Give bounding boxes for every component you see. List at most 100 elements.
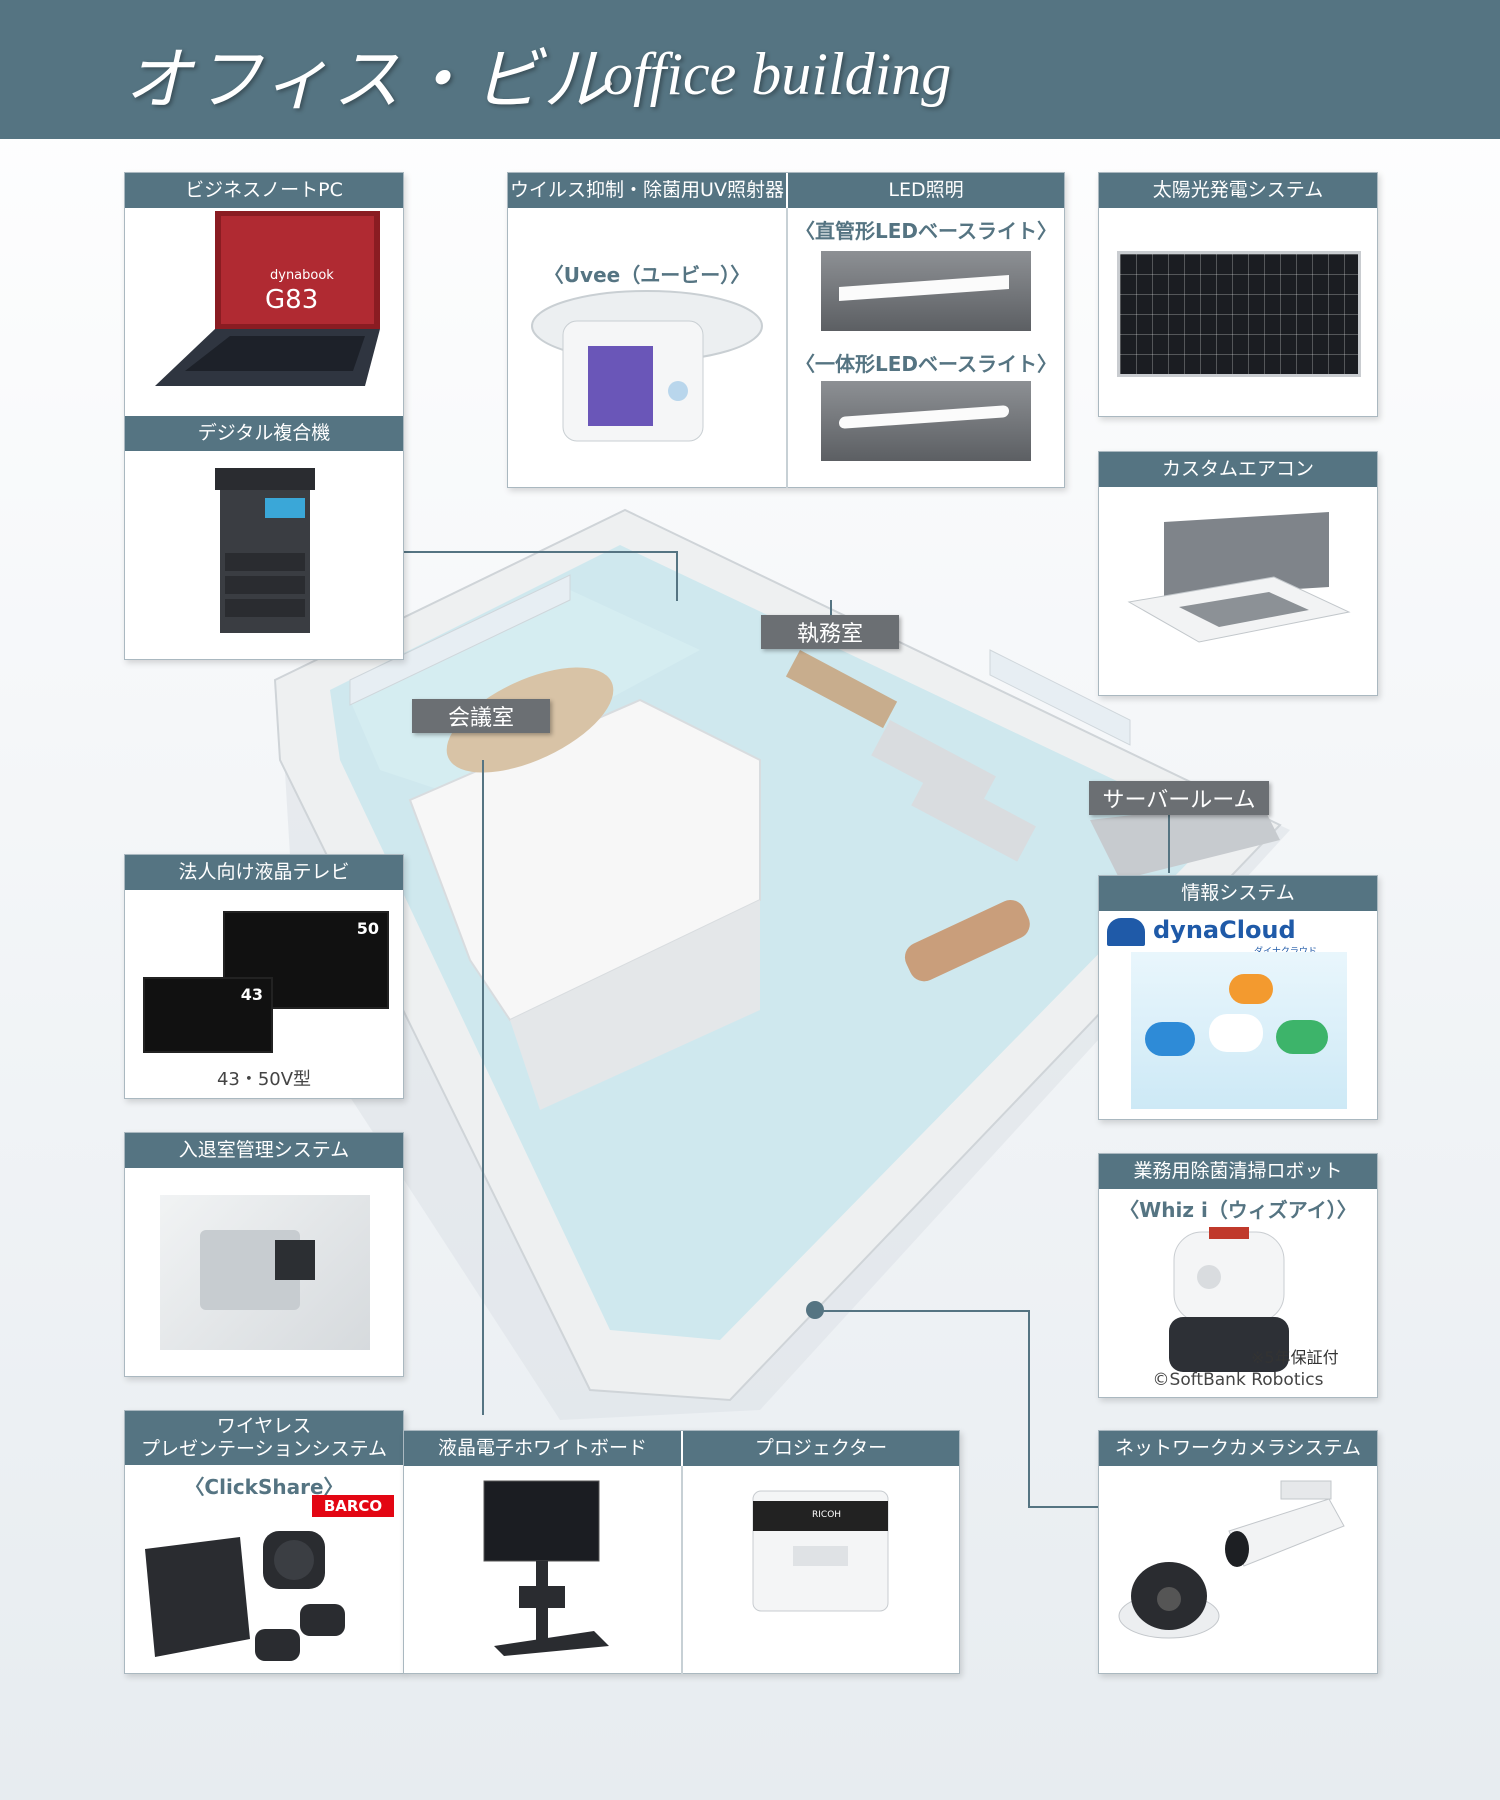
access-panel-image [160, 1195, 370, 1350]
camera-image [1118, 1480, 1345, 1639]
uv-lamp [588, 346, 653, 426]
led-straight-bar [839, 275, 1009, 301]
title-english: office building [603, 41, 952, 107]
lower-room-floor [600, 970, 1010, 1210]
card-title-led: LED照明 [788, 173, 1064, 208]
access-card-reader [275, 1240, 315, 1280]
clickshare-image [145, 1531, 345, 1661]
card-title-aircon: カスタムエアコン [1099, 452, 1377, 487]
aircon-image [1127, 512, 1351, 643]
bullet-camera-mount [1280, 1480, 1332, 1500]
connector-mfp [403, 551, 678, 553]
window-strip-right [989, 649, 1131, 746]
window-strip-left [349, 574, 571, 706]
card-title-tv: 法人向け液晶テレビ [125, 855, 403, 890]
robot-body [1173, 1231, 1285, 1323]
card-info-system: 情報システム dynaCloud ダイナクラウド [1098, 875, 1378, 1120]
mfp-tray-3 [225, 599, 305, 617]
connector-meeting [482, 760, 484, 1415]
projector-image [752, 1490, 889, 1612]
mfp-image [215, 468, 315, 633]
card-title-uv: ウイルス抑制・除菌用UV照射器 [508, 173, 786, 208]
tv-small-size: 43 [240, 985, 263, 1004]
projector-band [753, 1501, 888, 1531]
clickshare-dongle-1 [300, 1604, 345, 1636]
robot-top [1209, 1227, 1249, 1239]
server-room [1090, 800, 1280, 880]
clickshare-button-ring [274, 1540, 314, 1580]
clickshare-base [145, 1537, 250, 1657]
notebook-brand: dynabook [270, 268, 334, 283]
card-title-projector: プロジェクター [683, 1431, 959, 1466]
robot-product-name: 〈Whiz i（ウィズアイ）〉 [1119, 1198, 1357, 1222]
mfp-tray-2 [225, 576, 305, 594]
dynacloud-diagram [1131, 952, 1347, 1109]
card-access-control: 入退室管理システム [124, 1132, 404, 1377]
card-robot: 業務用除菌清掃ロボット 〈Whiz i（ウィズアイ）〉 ※5年保証付 ©Soft… [1098, 1153, 1378, 1398]
connector-camera-h2 [1028, 1506, 1098, 1508]
connector-camera-v [1028, 1310, 1030, 1507]
whiteboard-screen [483, 1480, 600, 1562]
barco-logo: BARCO [312, 1495, 394, 1517]
desk-row-2 [911, 770, 1036, 862]
card-title-info: 情報システム [1099, 876, 1377, 911]
led-straight-label: 〈直管形LEDベースライト〉 [794, 219, 1057, 243]
whiteboard-feet [494, 1631, 609, 1656]
robot-credit: ©SoftBank Robotics [1152, 1370, 1324, 1390]
card-divider-2 [681, 1466, 683, 1674]
card-title-notebook: ビジネスノートPC [125, 173, 403, 208]
wireless-title-line2: プレゼンテーションシステム [140, 1438, 388, 1460]
connector-server [1168, 815, 1170, 873]
cloud-node-orange [1229, 974, 1273, 1004]
card-divider [786, 208, 788, 488]
cloud-center [1209, 1014, 1263, 1052]
whiteboard-tray [519, 1586, 565, 1608]
robot-logo [1197, 1265, 1221, 1289]
reception-counter [904, 899, 1030, 982]
label-office-room: 執務室 [761, 615, 899, 649]
uv-product-name: 〈Uvee（ユービー）〉 [543, 263, 751, 287]
wireless-title-line1: ワイヤレス [216, 1415, 312, 1438]
robot-base [1169, 1317, 1289, 1372]
card-notebook-mfp: ビジネスノートPC dynabook G83 デジタル複合機 [124, 172, 404, 660]
aircon-grille [1179, 592, 1309, 627]
core-block-side [510, 900, 760, 1110]
aircon-top [1164, 512, 1329, 597]
card-tv: 法人向け液晶テレビ 50 43 43・50V型 [124, 854, 404, 1099]
notebook-keyboard [185, 336, 365, 371]
card-title-whiteboard: 液晶電子ホワイトボード [404, 1431, 681, 1466]
card-network-camera: ネットワークカメラシステム [1098, 1430, 1378, 1674]
tv-size-caption: 43・50V型 [216, 1069, 312, 1090]
dynacloud-logo-icon [1107, 918, 1145, 946]
cloud-node-blue [1145, 1022, 1195, 1056]
card-title-wireless: ワイヤレス プレゼンテーションシステム [125, 1411, 403, 1465]
projector-brand: RICOH [812, 1510, 842, 1520]
led-integrated-label: 〈一体形LEDベースライト〉 [794, 352, 1057, 376]
notebook-image [155, 211, 380, 386]
title-japanese: オフィス・ビル [124, 41, 613, 120]
bullet-camera-lens [1225, 1531, 1249, 1567]
card-title-camera: ネットワークカメラシステム [1099, 1431, 1377, 1466]
card-title-mfp: デジタル複合機 [125, 416, 403, 451]
label-server-room: サーバールーム [1089, 781, 1269, 815]
uv-device-image [531, 290, 763, 442]
card-aircon: カスタムエアコン [1098, 451, 1378, 696]
dynacloud-brand: dynaCloud [1153, 916, 1296, 944]
card-title-solar: 太陽光発電システム [1099, 173, 1377, 208]
led-straight-image [821, 251, 1031, 331]
robot-image [1169, 1227, 1289, 1372]
projector-vent [793, 1546, 848, 1566]
led-integrated-image [821, 381, 1031, 461]
led-integrated-bar [839, 405, 1009, 429]
mfp-panel [265, 498, 305, 518]
tv-large-size: 50 [356, 919, 379, 938]
uv-sensor [668, 381, 688, 401]
mfp-tray-1 [225, 553, 305, 571]
robot-note: ※5年保証付 [1251, 1348, 1339, 1367]
card-whiteboard-projector: 液晶電子ホワイトボード プロジェクター RICOH [403, 1430, 960, 1674]
label-meeting-room: 会議室 [412, 699, 550, 733]
page-header: オフィス・ビル office building [0, 0, 1500, 139]
whiteboard-image [483, 1480, 609, 1656]
notebook-screen-inner [221, 216, 374, 324]
